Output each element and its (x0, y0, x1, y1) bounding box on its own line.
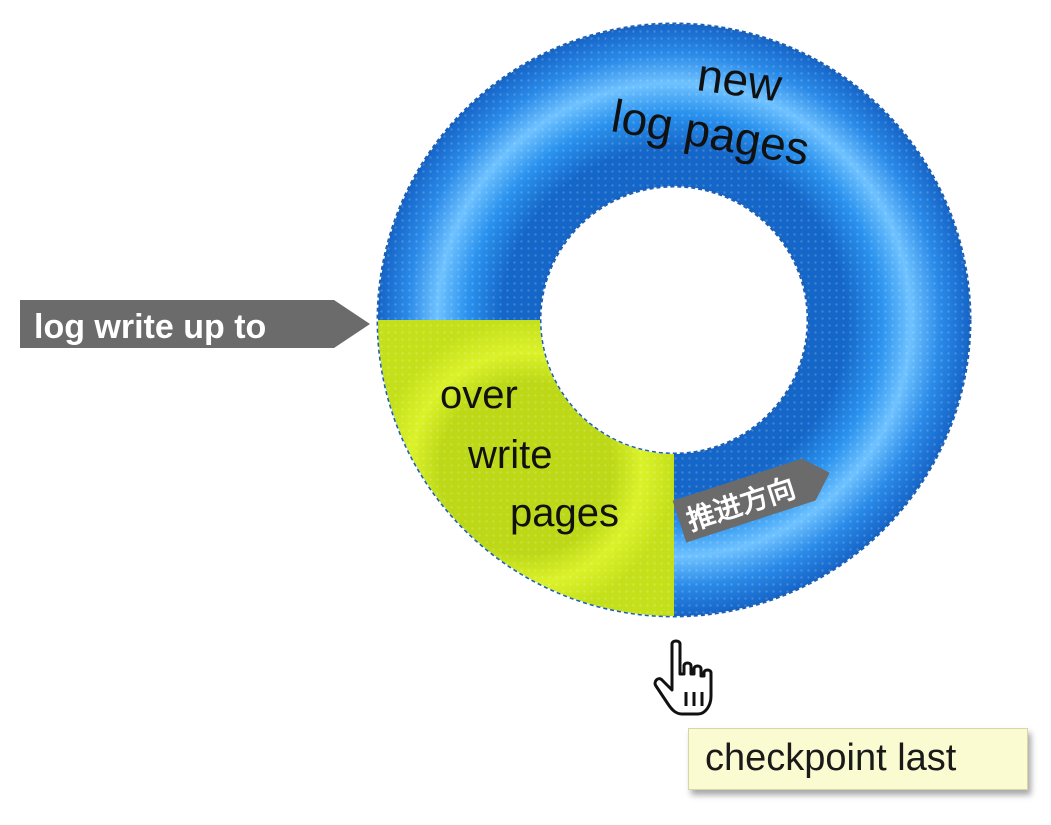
direction-arrow-shape (672, 458, 830, 543)
new-label-line1: new (694, 48, 786, 111)
log-write-pointer: log write up to (20, 300, 370, 348)
checkpoint-label: checkpoint last (705, 737, 957, 779)
log-write-label: log write up to (34, 308, 266, 346)
log-write-arrow-shape (20, 300, 370, 348)
checkpoint-note: checkpoint last (688, 728, 1028, 790)
hand-pointer-icon (653, 639, 713, 716)
overwrite-label-line2: write (467, 433, 552, 477)
overwrite-texture (378, 320, 674, 616)
overwrite-label-line1: over (440, 373, 518, 417)
overwrite-label-line3: pages (510, 491, 619, 535)
